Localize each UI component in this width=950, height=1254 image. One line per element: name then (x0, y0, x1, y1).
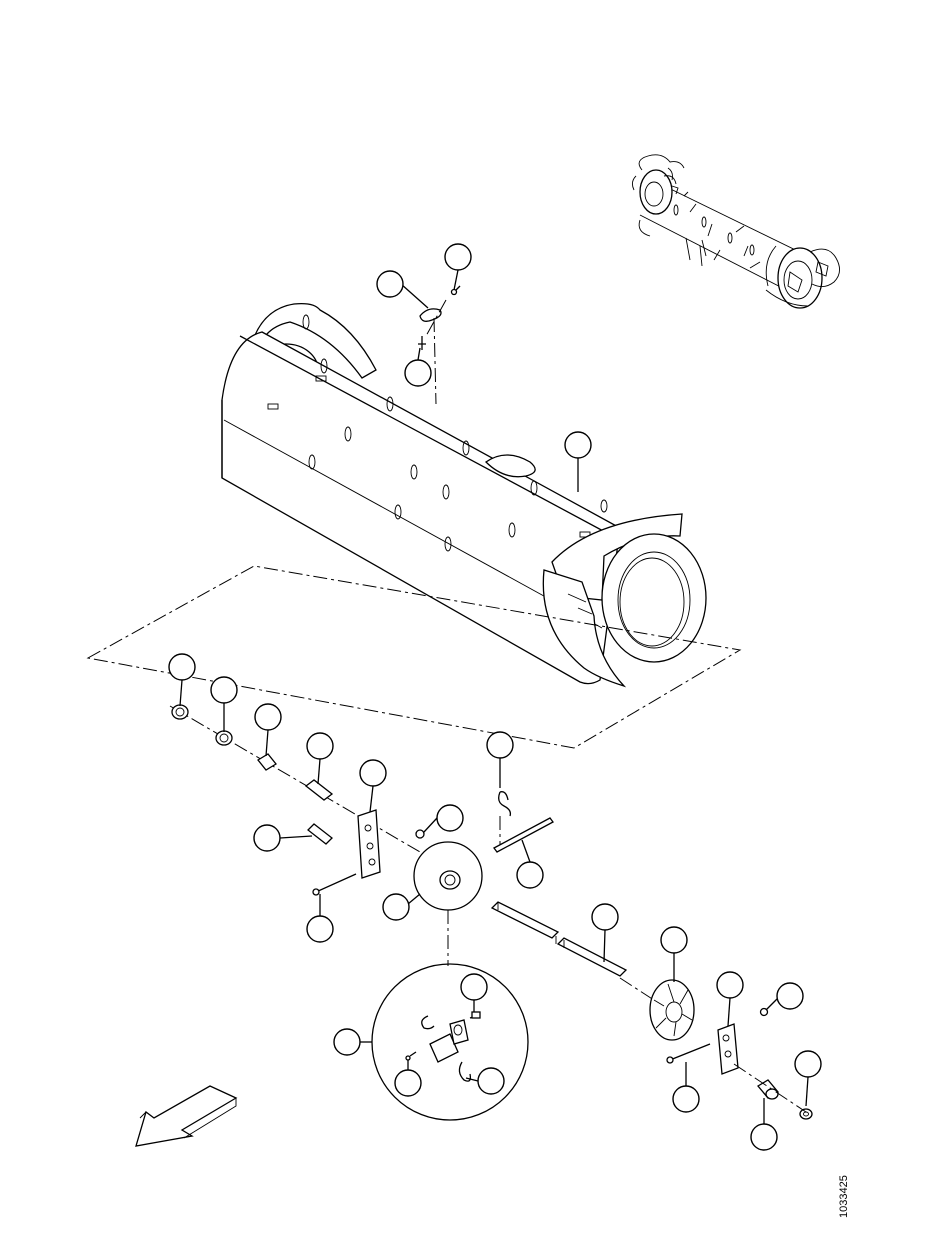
callout-nut-left (437, 805, 463, 831)
callout-nut-right (777, 983, 803, 1009)
top-hardware (418, 286, 460, 404)
callout-sprocket (661, 927, 687, 953)
callout-detail-spring (478, 1068, 504, 1094)
location-thumbnail (632, 155, 839, 308)
callout-bolt-top (445, 244, 471, 270)
callout-shaft-stub (307, 733, 333, 759)
drum-assembly (222, 304, 706, 686)
callout-clip-top-left (377, 271, 403, 297)
callout-bracket-left (360, 760, 386, 786)
callout-washer (795, 1051, 821, 1077)
callout-hex-shaft (592, 904, 618, 930)
callout-rod (517, 862, 543, 888)
callout-bushing-right (751, 1124, 777, 1150)
callout-bolt-right (673, 1086, 699, 1112)
document-number: 1033425 (838, 1170, 878, 1230)
callout-bushing-2 (211, 677, 237, 703)
callout-drum (565, 432, 591, 458)
callout-detail-housing (334, 1029, 360, 1055)
callout-pin-top (405, 360, 431, 386)
callout-detail-screw (395, 1070, 421, 1096)
callout-hub-assembly (383, 894, 409, 920)
hub-detail-parts (406, 1012, 480, 1081)
callout-bushing-1 (169, 654, 195, 680)
callout-detail-key (461, 974, 487, 1000)
callout-spacer (255, 704, 281, 730)
callout-bolt-left (307, 916, 333, 942)
right-shaft-hardware (492, 902, 812, 1119)
callout-cotter-pin (487, 732, 513, 758)
callout-pin-left (254, 825, 280, 851)
document-number-text: 1033425 (838, 1175, 850, 1218)
callout-bracket-right (717, 972, 743, 998)
